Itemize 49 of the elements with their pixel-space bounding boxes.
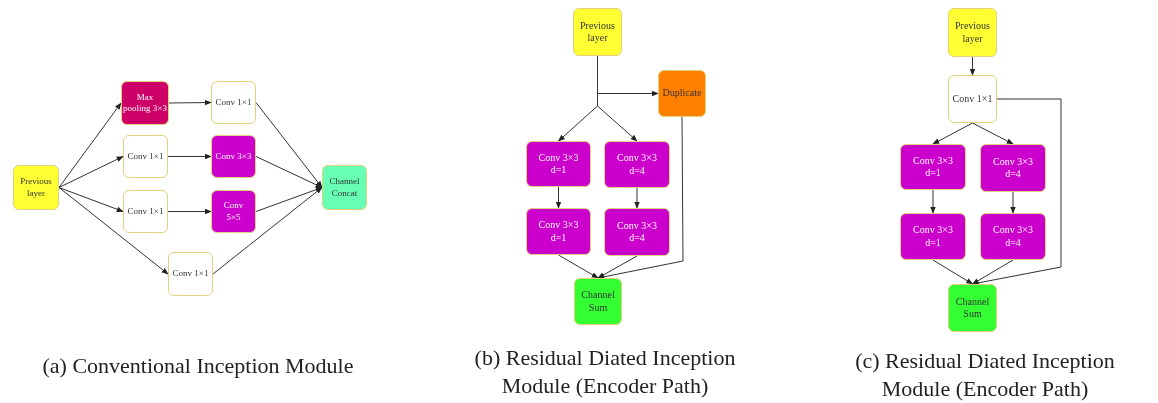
- arrow: [167, 153, 212, 160]
- process-box: Conv 3×3 d=1: [526, 208, 591, 255]
- arrow: [167, 208, 212, 215]
- arrow: [969, 56, 976, 76]
- figure-caption: (b) Residual Diated Inception Module (Encoder Path): [473, 344, 737, 400]
- process-box: Max pooling 3×3: [121, 81, 169, 125]
- figure-caption: (c) Residual Diated Inception Module (Encoder Path): [854, 347, 1116, 403]
- arrow: [58, 187, 169, 275]
- arrow: [971, 259, 1014, 285]
- arrow: [597, 55, 638, 142]
- figure-caption: (a) Conventional Inception Module: [41, 352, 355, 380]
- process-box: Previous layer: [13, 165, 59, 210]
- arrow: [1010, 191, 1016, 214]
- arrow: [255, 156, 323, 188]
- process-box: Conv 3×3: [211, 135, 256, 178]
- process-box: Channel Sum: [574, 278, 622, 325]
- process-box: Channel Sum: [948, 284, 997, 332]
- arrow: [255, 102, 323, 189]
- arrow: [932, 122, 973, 145]
- process-box: Conv 1×1: [168, 252, 213, 296]
- process-box: Conv 3×3 d=4: [604, 141, 670, 188]
- arrow: [212, 187, 323, 275]
- process-box: Conv 1×1: [948, 75, 997, 123]
- process-box: Previous layer: [573, 8, 622, 56]
- arrow: [58, 156, 124, 188]
- process-box: Conv 3×3 d=4: [980, 213, 1046, 260]
- process-box: Duplicate: [658, 70, 706, 117]
- process-box: Conv 1×1: [123, 190, 168, 233]
- arrow: [255, 187, 323, 212]
- arrow: [168, 99, 212, 106]
- process-box: Conv 5×5: [211, 190, 256, 233]
- arrow: [555, 186, 562, 209]
- process-box: Channel Concat: [322, 165, 367, 210]
- process-box: Conv 3×3 d=4: [980, 144, 1046, 192]
- arrow: [58, 102, 122, 188]
- process-box: Conv 3×3 d=1: [900, 213, 966, 260]
- process-box: Conv 3×3 d=1: [526, 141, 591, 187]
- arrow: [58, 187, 124, 212]
- arrow: [932, 259, 974, 285]
- process-box: Conv 3×3 d=4: [604, 208, 670, 256]
- process-box: Previous layer: [948, 8, 997, 57]
- arrow: [930, 189, 936, 214]
- process-box: Conv 1×1: [211, 81, 256, 124]
- arrow: [972, 122, 1014, 145]
- arrow: [634, 187, 640, 209]
- process-box: Conv 3×3 d=1: [900, 144, 966, 190]
- process-box: Conv 1×1: [123, 135, 168, 178]
- arrow: [558, 254, 599, 279]
- arrow: [597, 255, 638, 279]
